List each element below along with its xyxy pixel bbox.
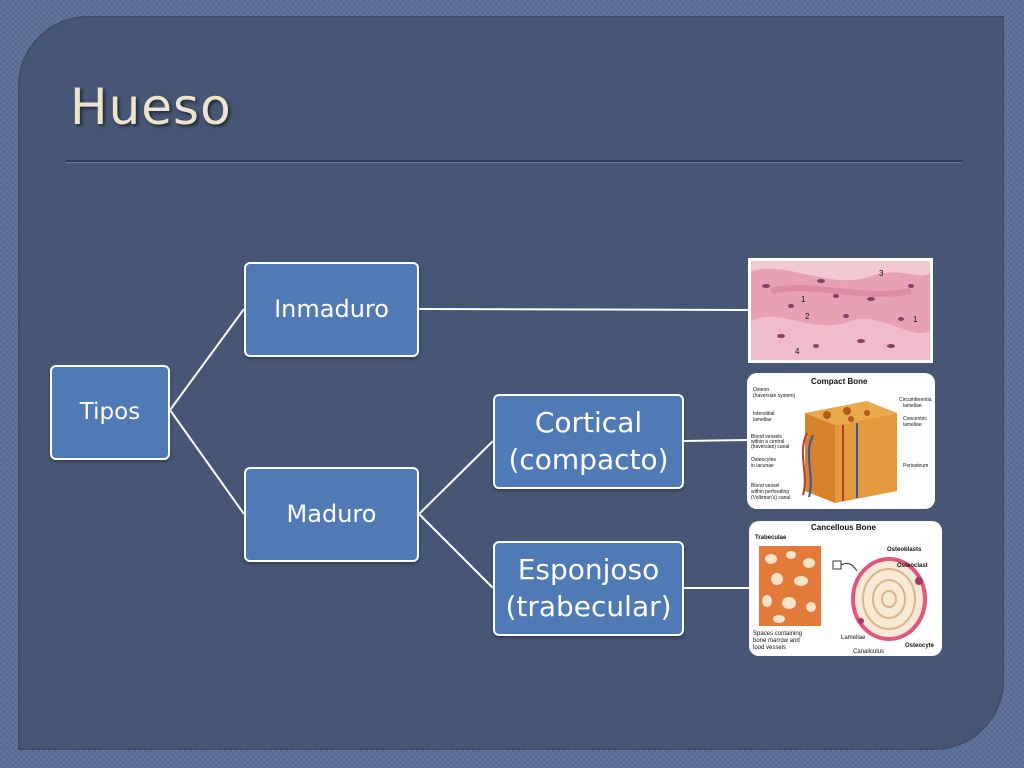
compact-label-0: Osteon bbox=[753, 387, 769, 393]
cancellous-label-8: Osteocyte bbox=[905, 643, 935, 649]
histology-illustration: 3 1 2 1 4 bbox=[751, 261, 930, 360]
compact-label-11: (Volkman's) canal bbox=[751, 495, 790, 501]
histology-image: 3 1 2 1 4 bbox=[748, 258, 933, 363]
cancellous-bone-image: Cancellous Bone Trabeculae Spaces contai… bbox=[749, 521, 942, 656]
node-maduro-label: Maduro bbox=[286, 499, 377, 528]
compact-label-5: within a central bbox=[751, 439, 784, 445]
node-tipos-label: Tipos bbox=[79, 398, 141, 425]
slide-title: Hueso bbox=[70, 78, 232, 136]
histo-label-1b: 1 bbox=[913, 315, 918, 324]
compact-label-12: Circumferentia bbox=[899, 397, 932, 403]
cancellous-title: Cancellous Bone bbox=[811, 523, 876, 532]
compact-label-13: lamellae bbox=[903, 403, 922, 409]
node-cortical-line1: Cortical bbox=[534, 406, 643, 440]
node-maduro: Maduro bbox=[244, 467, 419, 562]
histo-label-3: 3 bbox=[879, 269, 884, 278]
connector-maduro-cortical bbox=[418, 440, 494, 515]
node-inmaduro-label: Inmaduro bbox=[274, 294, 389, 323]
connector-tipos-maduro bbox=[169, 409, 245, 515]
compact-bone-image: Compact Bone Osteon (haversian system) I… bbox=[747, 373, 935, 509]
node-cortical-line2: (compacto) bbox=[508, 442, 669, 476]
connector-cortical-image bbox=[683, 439, 748, 442]
cancellous-label-2: bone marrow and bbox=[753, 638, 800, 644]
node-tipos: Tipos bbox=[50, 365, 170, 460]
compact-label-4: Blood vessels bbox=[751, 434, 782, 440]
cancellous-label-3: lood vessels bbox=[753, 645, 786, 651]
node-inmaduro: Inmaduro bbox=[244, 262, 419, 357]
node-esponjoso-line2: (trabecular) bbox=[505, 589, 672, 623]
cancellous-label-5: Osteoclast bbox=[897, 563, 928, 569]
cancellous-bone-illustration: Cancellous Bone Trabeculae Spaces contai… bbox=[753, 523, 935, 655]
histo-label-2: 2 bbox=[805, 312, 810, 321]
compact-label-16: Periosteum bbox=[903, 463, 928, 469]
cancellous-label-7: Canaliculus bbox=[853, 649, 884, 655]
compact-label-2: Interstitial bbox=[753, 411, 774, 417]
compact-label-8: in lacunae bbox=[751, 463, 774, 469]
compact-label-9: Blood vessel bbox=[751, 483, 779, 489]
compact-label-6: (haversian) canal bbox=[751, 444, 789, 450]
cancellous-label-1: Spaces containing bbox=[753, 631, 802, 637]
compact-label-3: lamellae bbox=[753, 417, 772, 423]
title-divider bbox=[66, 160, 963, 163]
compact-bone-illustration: Compact Bone Osteon (haversian system) I… bbox=[751, 377, 932, 503]
histo-label-1a: 1 bbox=[801, 295, 806, 304]
node-esponjoso: Esponjoso (trabecular) bbox=[493, 541, 684, 636]
cancellous-label-6: Lamellae bbox=[841, 635, 866, 641]
connector-inmaduro-image bbox=[418, 308, 749, 311]
connector-tipos-inmaduro bbox=[169, 308, 245, 411]
histo-label-4: 4 bbox=[795, 347, 800, 356]
compact-label-7: Osteocytes bbox=[751, 457, 777, 463]
connector-maduro-esponjoso bbox=[418, 513, 494, 589]
compact-label-10: within perforating bbox=[751, 489, 789, 495]
compact-title: Compact Bone bbox=[811, 377, 868, 386]
node-esponjoso-line1: Esponjoso bbox=[517, 553, 660, 587]
cancellous-label-0: Trabeculae bbox=[755, 535, 787, 541]
node-cortical: Cortical (compacto) bbox=[493, 394, 684, 489]
compact-label-1: (haversian system) bbox=[753, 393, 796, 399]
cancellous-label-4: Osteoblasts bbox=[887, 547, 922, 553]
compact-label-14: Concentric bbox=[903, 416, 927, 422]
compact-label-15: lamellae bbox=[903, 422, 922, 428]
